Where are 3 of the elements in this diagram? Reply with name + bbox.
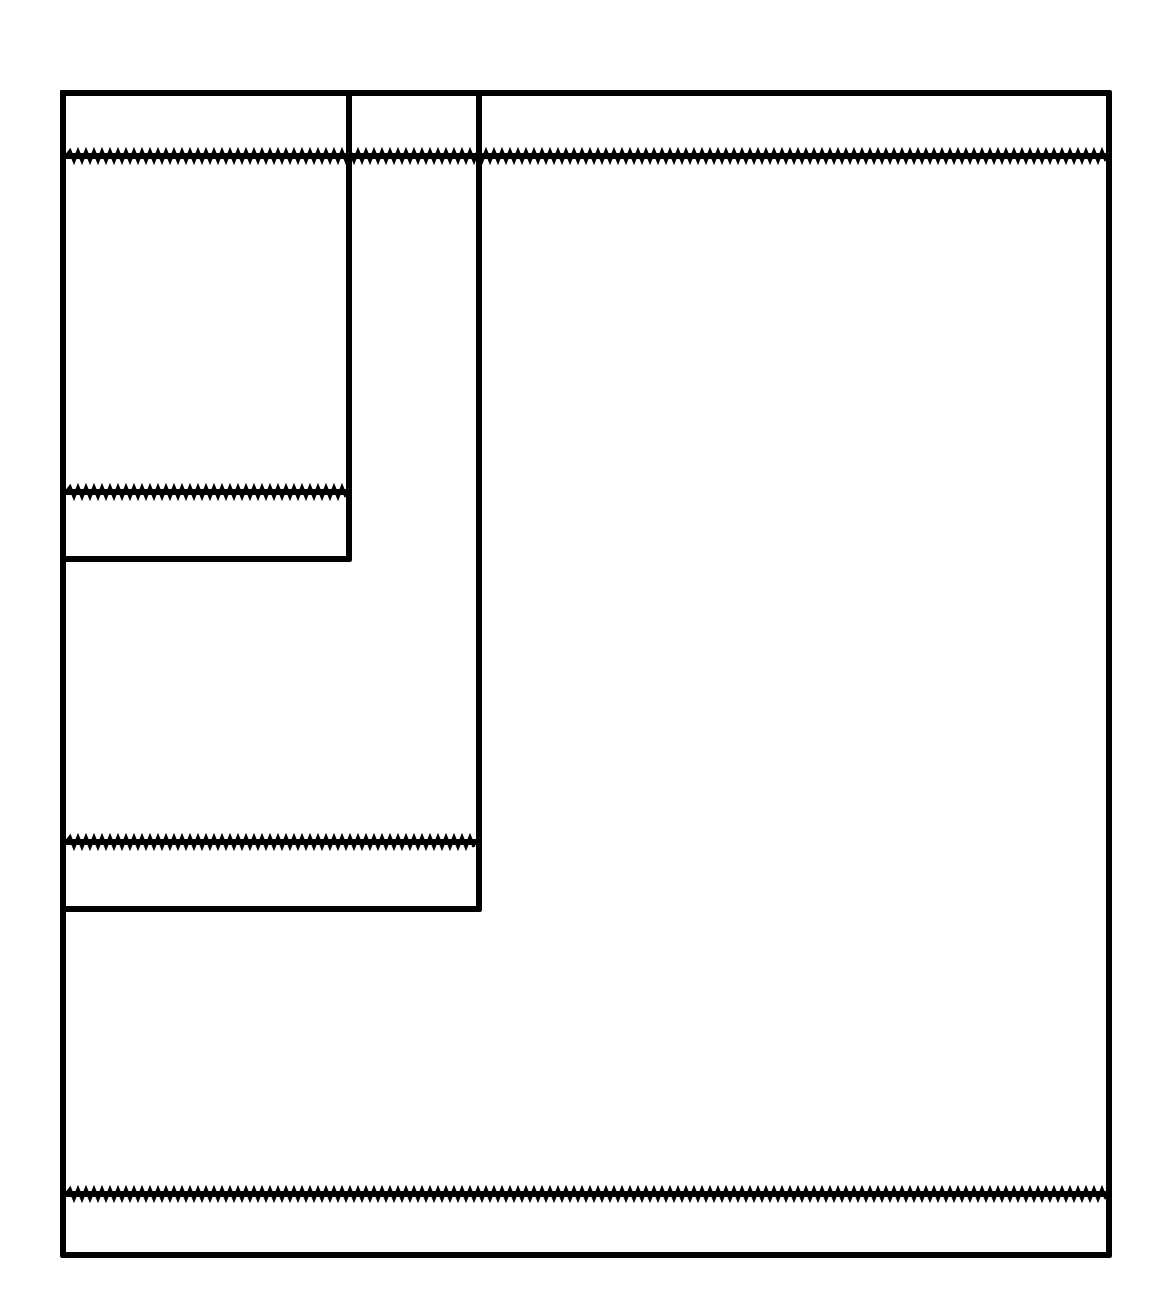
- pouch-outline: [60, 90, 482, 912]
- pouch-outline: [60, 90, 352, 562]
- pouch-outline: [60, 90, 1112, 1258]
